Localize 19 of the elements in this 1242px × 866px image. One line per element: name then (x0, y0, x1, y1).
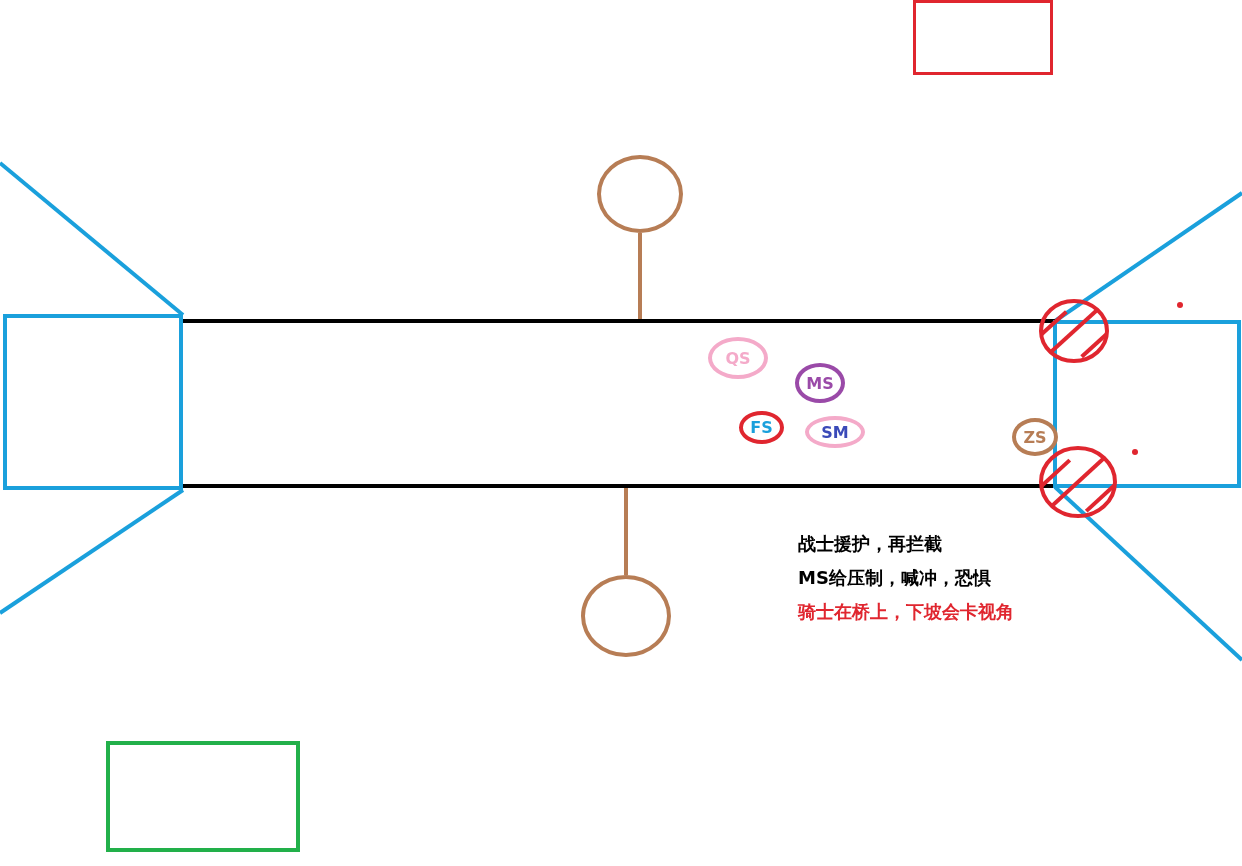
note-text: 战士援护，再拦截 (798, 532, 943, 556)
player-marker: FS (739, 411, 784, 444)
player-marker: SM (805, 416, 865, 448)
player-marker: ZS (1012, 418, 1058, 456)
player-marker: MS (795, 363, 845, 403)
connector-line (638, 233, 642, 319)
tower-circle (597, 155, 683, 233)
bridge-bar (183, 319, 1055, 488)
hatched-circle (1038, 445, 1118, 519)
note-text: 骑士在桥上，下坡会卡视角 (798, 600, 1014, 624)
area-box (1053, 320, 1241, 488)
tower-circle (581, 575, 671, 657)
area-box (106, 741, 300, 852)
player-marker: QS (708, 337, 768, 379)
area-box (3, 314, 183, 490)
connector-line (624, 488, 628, 575)
hatched-circle (1038, 298, 1110, 364)
note-text: MS给压制，喊冲，恐惧 (798, 566, 992, 590)
area-box (913, 0, 1053, 75)
